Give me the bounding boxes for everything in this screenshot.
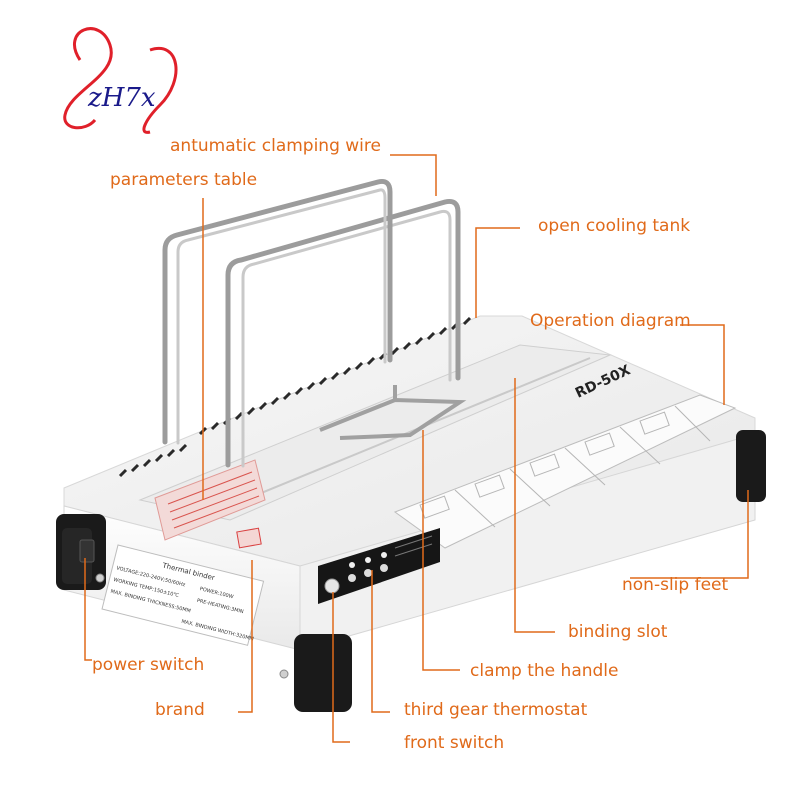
callout-brand: brand [155, 700, 205, 720]
thermostat-button-3[interactable] [380, 564, 388, 572]
clamp-handle[interactable] [319, 385, 467, 440]
callout-thermostat: third gear thermostat [404, 700, 588, 720]
parameters-table-plate [154, 459, 266, 541]
logo-text: zH7x [87, 83, 156, 113]
brand-stamp [236, 527, 262, 549]
power-switch[interactable] [79, 539, 95, 563]
non-slip-feet [56, 430, 766, 712]
callout-clamping-wire: antumatic clamping wire [170, 136, 381, 156]
leader-lines [84, 154, 749, 743]
clamping-wire [162, 179, 461, 468]
brand-logo: zH7x [63, 27, 178, 134]
indicator-led-3 [381, 552, 387, 558]
device-front-face-right [299, 433, 756, 651]
screw [95, 573, 105, 583]
rating-label: Thermal binder VOLTAGE:220-240V;50/60Hz … [101, 544, 265, 646]
thermostat-button-2[interactable] [364, 569, 372, 577]
callout-operation-diagram: Operation diagram [530, 311, 691, 331]
callout-parameters-table: parameters table [110, 170, 258, 190]
callout-front-switch: front switch [404, 733, 505, 753]
indicator-led-2 [365, 557, 371, 563]
screw [279, 669, 289, 679]
callout-clamp-handle: clamp the handle [470, 661, 619, 681]
power-indicator-button[interactable] [324, 578, 340, 594]
callout-non-slip-feet: non-slip feet [622, 575, 729, 595]
indicator-led-1 [349, 562, 355, 568]
control-panel [318, 528, 440, 604]
callout-binding-slot: binding slot [568, 622, 668, 642]
thermostat-button-1[interactable] [348, 574, 356, 582]
callout-cooling-tank: open cooling tank [538, 216, 691, 236]
callout-power-switch: power switch [92, 655, 205, 675]
